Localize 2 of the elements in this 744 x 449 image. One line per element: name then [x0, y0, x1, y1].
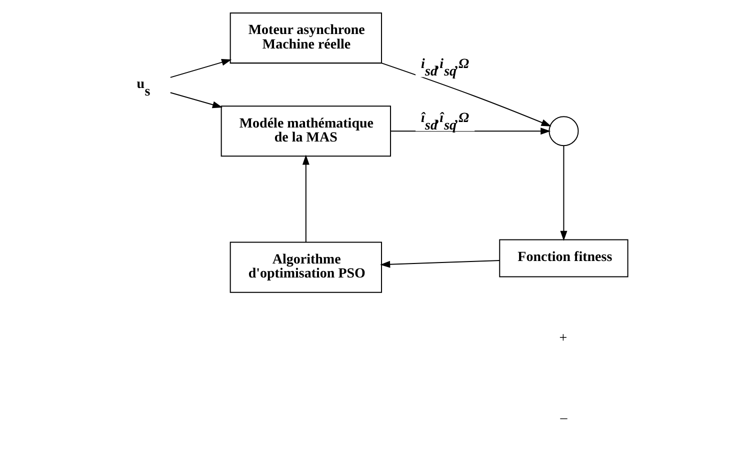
label: – [560, 410, 568, 426]
label: + [559, 330, 568, 346]
